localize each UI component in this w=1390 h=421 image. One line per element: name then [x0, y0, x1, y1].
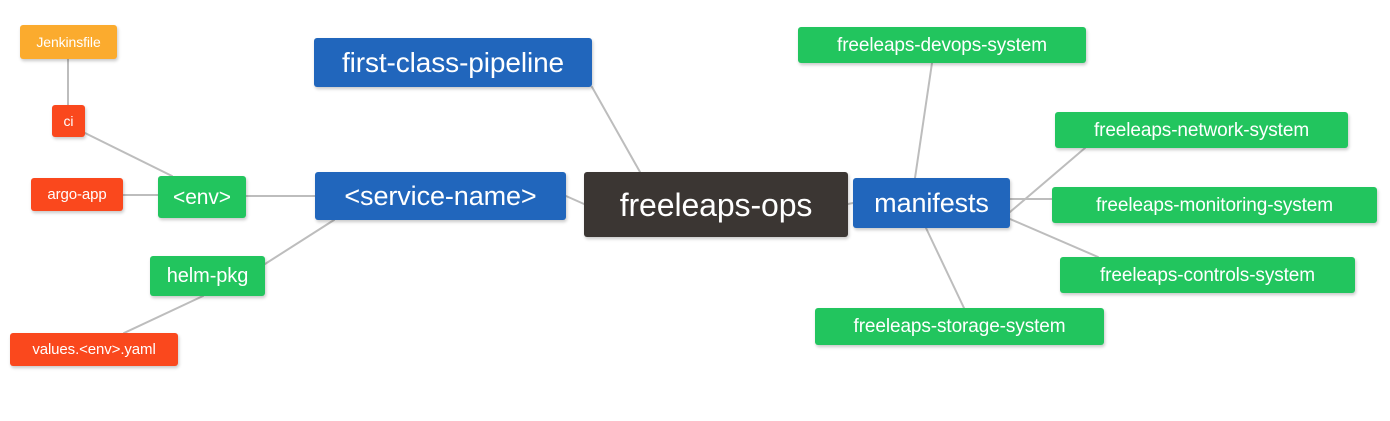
edge-ops-service-name: [565, 195, 585, 205]
node-service-name[interactable]: <service-name>: [315, 172, 566, 220]
node-label-freeleaps-monitoring-system: freeleaps-monitoring-system: [1096, 194, 1333, 216]
node-env[interactable]: <env>: [158, 176, 246, 218]
node-label-values-yaml: values.<env>.yaml: [32, 341, 156, 358]
node-freeleaps-controls-system[interactable]: freeleaps-controls-system: [1060, 257, 1355, 293]
node-label-argo-app: argo-app: [47, 186, 107, 203]
node-freeleaps-monitoring-system[interactable]: freeleaps-monitoring-system: [1052, 187, 1377, 223]
node-label-env: <env>: [173, 185, 231, 209]
edge-manifests-controls: [1009, 218, 1099, 258]
node-label-helm-pkg: helm-pkg: [166, 265, 249, 287]
node-label-service-name: <service-name>: [344, 180, 537, 211]
node-freeleaps-network-system[interactable]: freeleaps-network-system: [1055, 112, 1348, 148]
edge-manifests-devops: [914, 62, 933, 179]
node-argo-app[interactable]: argo-app: [31, 178, 123, 211]
node-label-freeleaps-storage-system: freeleaps-storage-system: [853, 316, 1066, 337]
node-label-freeleaps-devops-system: freeleaps-devops-system: [837, 34, 1047, 56]
node-manifests[interactable]: manifests: [853, 178, 1010, 228]
node-label-jenkinsfile: Jenkinsfile: [36, 34, 101, 50]
node-label-manifests: manifests: [874, 187, 989, 218]
node-helm-pkg[interactable]: helm-pkg: [150, 256, 265, 296]
node-ci[interactable]: ci: [52, 105, 85, 137]
edge-manifests-storage: [925, 227, 965, 309]
node-label-first-class-pipeline: first-class-pipeline: [341, 46, 565, 78]
node-values-yaml[interactable]: values.<env>.yaml: [10, 333, 178, 366]
edge-service-name-helm-pkg: [264, 219, 335, 265]
edge-ops-first-class-pipeline: [591, 86, 641, 173]
node-freeleaps-devops-system[interactable]: freeleaps-devops-system: [798, 27, 1086, 63]
node-label-freeleaps-controls-system: freeleaps-controls-system: [1099, 264, 1316, 286]
node-label-ci: ci: [63, 113, 74, 129]
edge-env-ci: [84, 132, 173, 177]
node-label-freeleaps-ops: freeleaps-ops: [619, 186, 813, 223]
edge-helm-pkg-values-yaml: [123, 295, 204, 334]
node-first-class-pipeline[interactable]: first-class-pipeline: [314, 38, 592, 87]
node-freeleaps-storage-system[interactable]: freeleaps-storage-system: [815, 308, 1104, 345]
node-freeleaps-ops[interactable]: freeleaps-ops: [584, 172, 848, 237]
node-label-freeleaps-network-system: freeleaps-network-system: [1093, 119, 1310, 141]
node-jenkinsfile[interactable]: Jenkinsfile: [20, 25, 117, 59]
